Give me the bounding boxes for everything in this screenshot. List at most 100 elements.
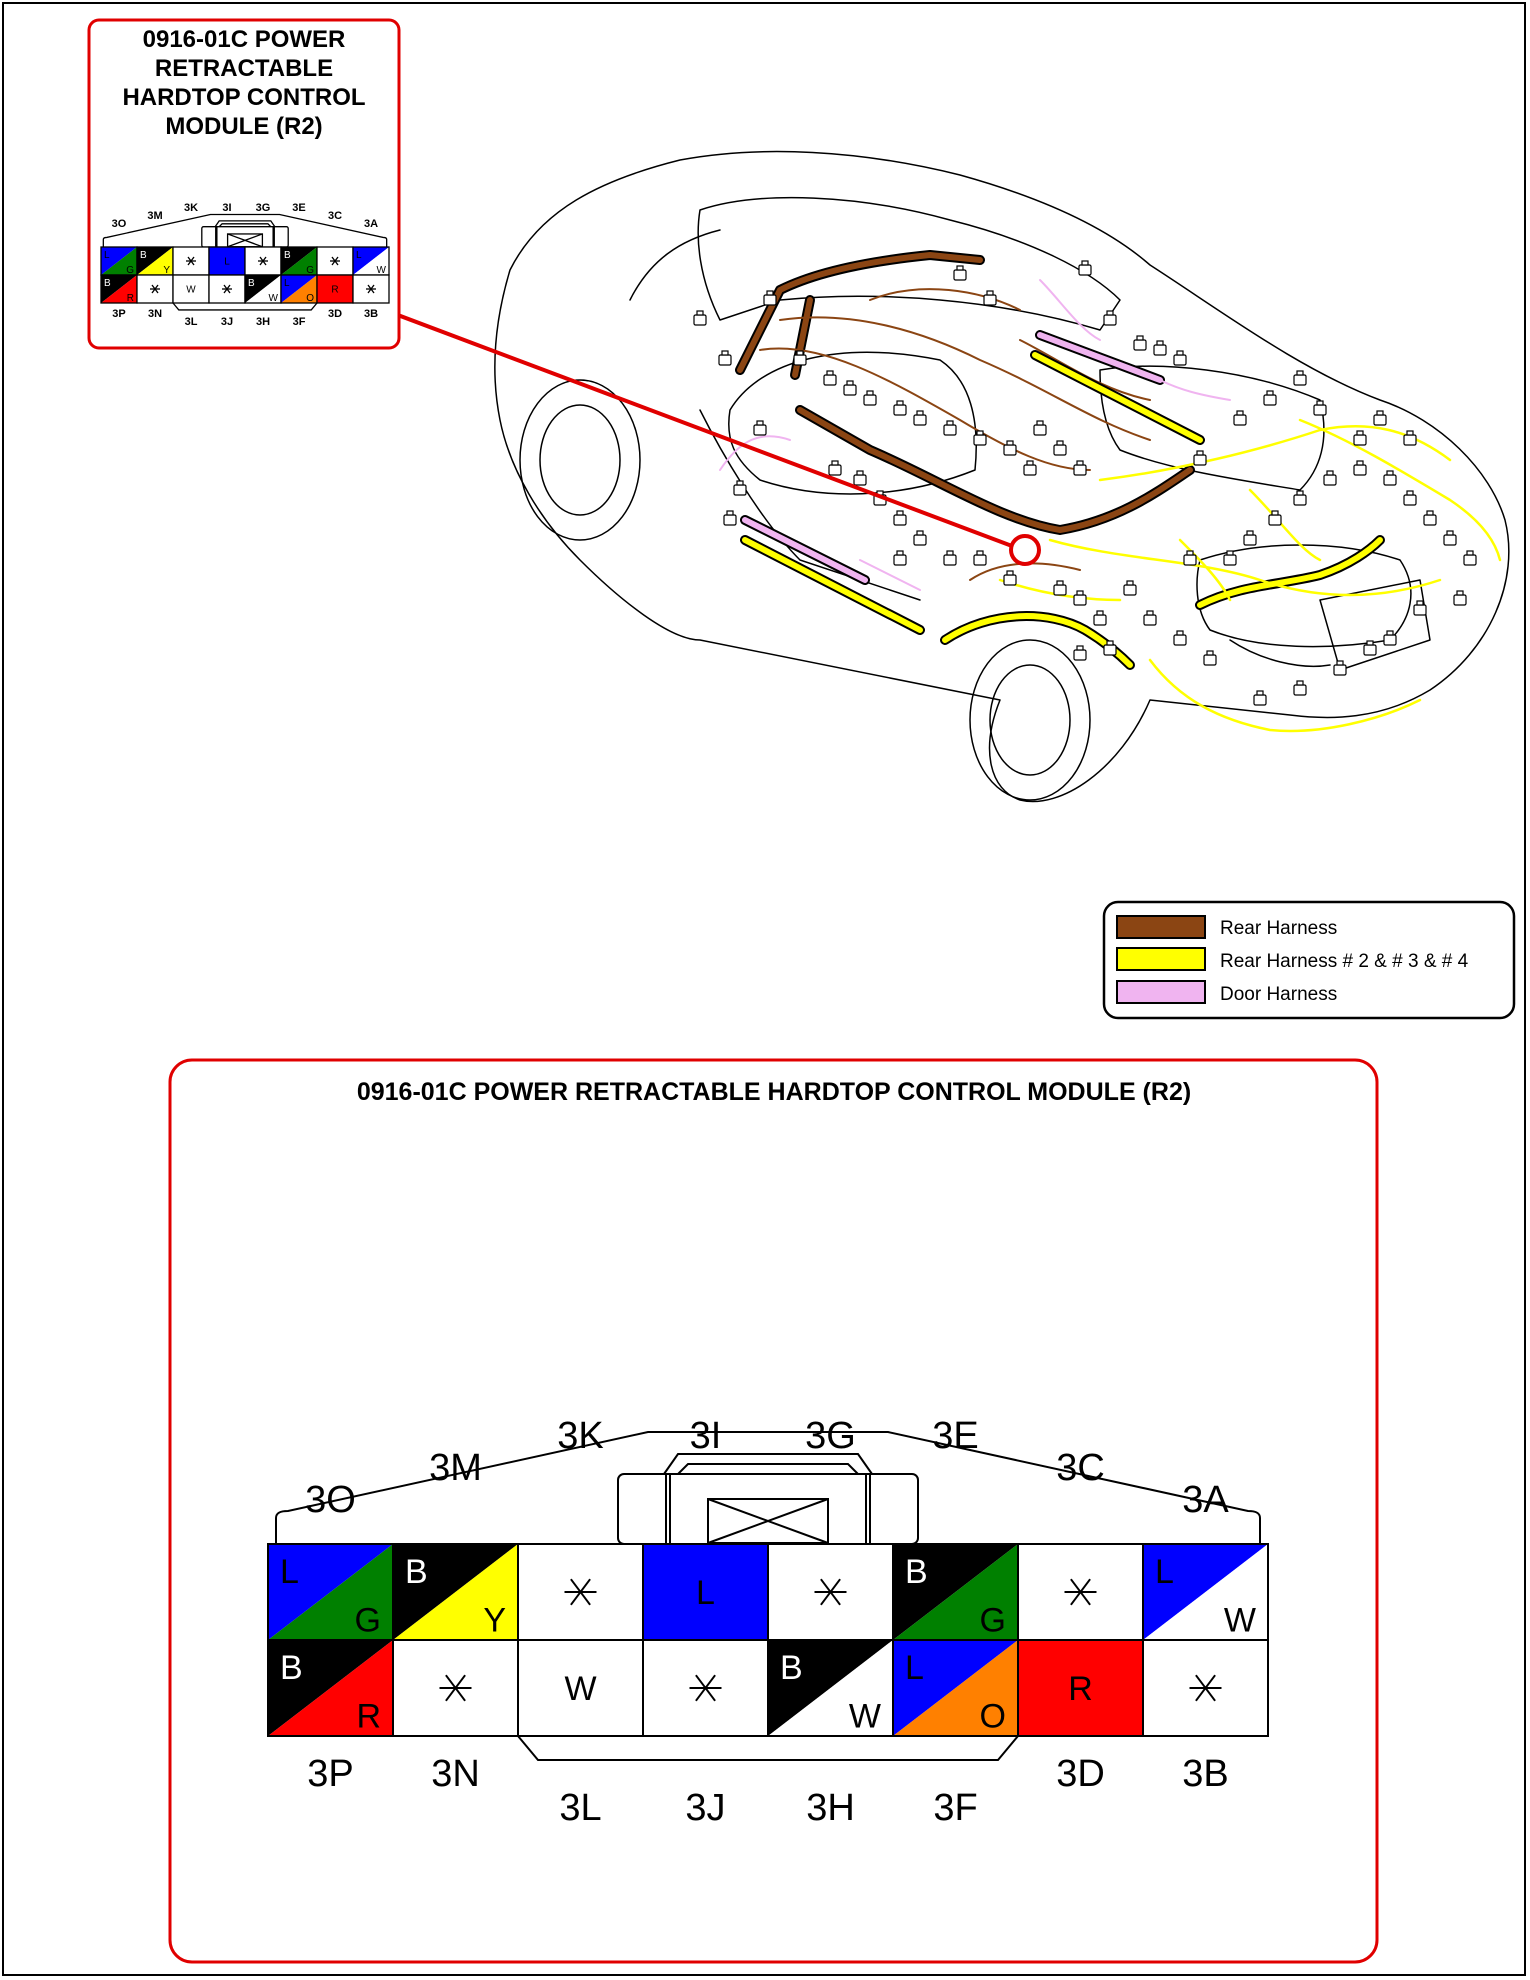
harness-connector-block xyxy=(1243,534,1257,546)
harness-connector-tab xyxy=(1246,530,1254,536)
legend-swatch-rear-harness xyxy=(1116,915,1206,939)
harness-connector-block xyxy=(1003,574,1017,586)
harness-connector-tab xyxy=(846,380,854,386)
harness-connector-block xyxy=(1383,634,1397,646)
small-pin-label-3n: 3N xyxy=(148,308,162,320)
harness-connector-tab xyxy=(916,530,924,536)
harness-connector-tab xyxy=(1356,430,1364,436)
harness-connector-tab xyxy=(1316,400,1324,406)
small-pin-label-3b: 3B xyxy=(364,308,378,320)
small-wire-color-primary-3p: B xyxy=(104,278,111,289)
harness-connector-tab xyxy=(1096,610,1104,616)
harness-connector-block xyxy=(853,474,867,486)
small-empty-cavity-mark-3n xyxy=(150,284,160,294)
small-wire-color-primary-3a: L xyxy=(356,250,362,261)
harness-connector-block xyxy=(1353,464,1367,476)
big-empty-cavity-mark-3n xyxy=(439,1674,472,1702)
small-pin-label-3o: 3O xyxy=(112,218,127,230)
big-pin-cavity-3k: 3K xyxy=(517,1415,644,1641)
harness-connector-tab xyxy=(1006,570,1014,576)
big-pin-label-3p: 3P xyxy=(307,1753,353,1795)
harness-connector-block xyxy=(1078,264,1092,276)
harness-connector-block xyxy=(1323,474,1337,486)
harness-connector-block xyxy=(1353,434,1367,446)
harness-connector-block xyxy=(1413,604,1427,616)
harness-connector-tab xyxy=(866,390,874,396)
big-pin-cavity-3c: 3C xyxy=(1017,1447,1144,1641)
big-pin-label-3c: 3C xyxy=(1056,1447,1105,1489)
harness-connector-tab xyxy=(1036,420,1044,426)
small-wire-color-primary-3f: L xyxy=(284,278,290,289)
harness-connector-tab xyxy=(1106,640,1114,646)
small-pin-label-3m: 3M xyxy=(147,210,162,222)
big-pin-cavity-3d: R3D xyxy=(1017,1639,1144,1795)
harness-connector-tab xyxy=(946,420,954,426)
harness-connector-block xyxy=(1073,594,1087,606)
big-pin-label-3o: 3O xyxy=(305,1479,356,1521)
legend-label-rear-harness-2-3-4: Rear Harness # 2 & # 3 & # 4 xyxy=(1220,951,1469,972)
big-pin-cavity-3b: 3B xyxy=(1142,1639,1269,1795)
harness-connector-tab xyxy=(726,510,734,516)
harness-connector-block xyxy=(693,314,707,326)
harness-connector-block xyxy=(863,394,877,406)
big-pin-label-3d: 3D xyxy=(1056,1753,1105,1795)
harness-connector-tab xyxy=(1056,580,1064,586)
small-wire-color-secondary-3e: G xyxy=(306,265,314,276)
harness-connector-block xyxy=(1403,494,1417,506)
harness-connector-tab xyxy=(1056,440,1064,446)
big-pin-cavity-3j: 3J xyxy=(642,1639,769,1829)
small-pin-label-3k: 3K xyxy=(184,202,198,214)
small-wire-color-secondary-3h: W xyxy=(269,293,279,304)
big-pin-label-3l: 3L xyxy=(559,1787,601,1829)
big-empty-cavity-mark-3g xyxy=(814,1578,847,1606)
big-empty-cavity-mark-3b xyxy=(1189,1674,1222,1702)
harness-connector-block xyxy=(1193,454,1207,466)
small-empty-cavity-mark-3k xyxy=(186,256,196,266)
harness-connector-block xyxy=(1143,614,1157,626)
harness-connector-tab xyxy=(896,400,904,406)
big-pin-cavity-3n: 3N xyxy=(392,1639,519,1795)
harness-connector-block xyxy=(1253,694,1267,706)
harness-connector-tab xyxy=(1076,590,1084,596)
small-wire-color-primary-3h: B xyxy=(248,278,255,289)
harness-connector-block xyxy=(1453,594,1467,606)
panel-title: 0916-01C POWER RETRACTABLE HARDTOP CONTR… xyxy=(357,1078,1191,1106)
harness-connector-tab xyxy=(1146,610,1154,616)
harness-connector-block xyxy=(1103,644,1117,656)
big-wire-color-primary-3e: B xyxy=(905,1553,928,1591)
harness-connector-tab xyxy=(1406,490,1414,496)
harness-connector-block xyxy=(943,554,957,566)
harness-connector-tab xyxy=(1136,335,1144,341)
small-pin-cavity-3c: 3C xyxy=(316,210,354,276)
harness-connector-block xyxy=(733,484,747,496)
harness-connector-block xyxy=(973,434,987,446)
legend-swatch-rear-harness-2-3-4 xyxy=(1116,947,1206,971)
small-wire-color-3i: L xyxy=(224,257,230,268)
small-pin-cavity-3n: 3N xyxy=(136,274,174,320)
harness-connector-block xyxy=(893,514,907,526)
small-wire-color-secondary-3m: Y xyxy=(163,265,170,276)
harness-connector-block xyxy=(953,269,967,281)
harness-connector-tab xyxy=(896,510,904,516)
big-pin-label-3f: 3F xyxy=(933,1787,977,1829)
big-pin-label-3h: 3H xyxy=(806,1787,855,1829)
harness-connector-tab xyxy=(896,550,904,556)
harness-connector-block xyxy=(913,414,927,426)
big-pin-label-3b: 3B xyxy=(1182,1753,1228,1795)
harness-connector-block xyxy=(1333,664,1347,676)
small-pin-label-3g: 3G xyxy=(256,202,271,214)
car-wiring-illustration xyxy=(494,150,1510,803)
harness-connector-block xyxy=(1053,444,1067,456)
big-wire-color-secondary-3p: R xyxy=(356,1698,381,1736)
small-pin-cavity-3b: 3B xyxy=(352,274,390,320)
small-empty-cavity-mark-3g xyxy=(258,256,268,266)
connector-detail-panel: 0916-01C POWER RETRACTABLE HARDTOP CONTR… xyxy=(168,1058,1379,1964)
harness-connector-block xyxy=(983,294,997,306)
small-housing-top xyxy=(102,213,388,247)
harness-connector-block xyxy=(1233,414,1247,426)
harness-connector-tab xyxy=(1296,370,1304,376)
